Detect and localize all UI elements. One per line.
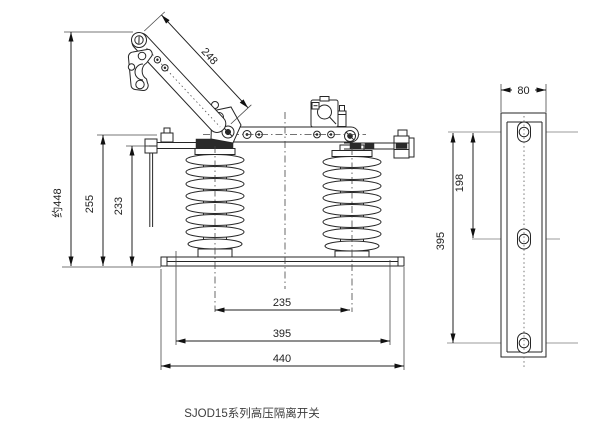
dim-label-395: 395 [273, 328, 291, 340]
dim-label-235: 235 [273, 297, 291, 309]
side-view: 80 198 395 [435, 84, 578, 368]
hook-bracket [127, 48, 153, 92]
conductor-clamp [310, 96, 347, 128]
dim-label-233: 233 [113, 197, 125, 215]
dim-channel-width: 80 [500, 84, 547, 112]
dim-slot-395: 395 [435, 133, 456, 343]
dim-255: 255 [84, 135, 106, 266]
dim-mount-holes: 395 [176, 328, 390, 344]
left-dimensions: 约448 255 233 [51, 31, 161, 268]
base-channel [160, 256, 405, 267]
dim-label-80: 80 [517, 85, 529, 97]
left-terminal [144, 127, 234, 227]
drawing-caption: SJOD15系列高压隔离开关 [184, 406, 320, 420]
mounting-channel [500, 112, 547, 368]
dim-label-198: 198 [454, 174, 466, 192]
dim-pole-spacing: 235 [215, 297, 350, 313]
dim-base-width: 440 [161, 353, 404, 369]
right-terminal [344, 129, 415, 159]
bottom-dimensions: 235 395 440 [160, 251, 405, 370]
dim-label-448: 约448 [51, 188, 64, 217]
operating-arm: 248 [131, 11, 252, 133]
dim-overall-height: 约448 [51, 32, 74, 266]
dim-label-248: 248 [199, 46, 220, 68]
dim-label-440: 440 [273, 353, 291, 365]
dim-label-255: 255 [84, 195, 96, 213]
front-view: 248 约448 255 [51, 11, 415, 370]
dim-slot-198: 198 [454, 133, 476, 238]
dim-233: 233 [113, 146, 135, 266]
switch-blade-bar [203, 126, 366, 143]
dim-label-395-side: 395 [435, 232, 447, 250]
